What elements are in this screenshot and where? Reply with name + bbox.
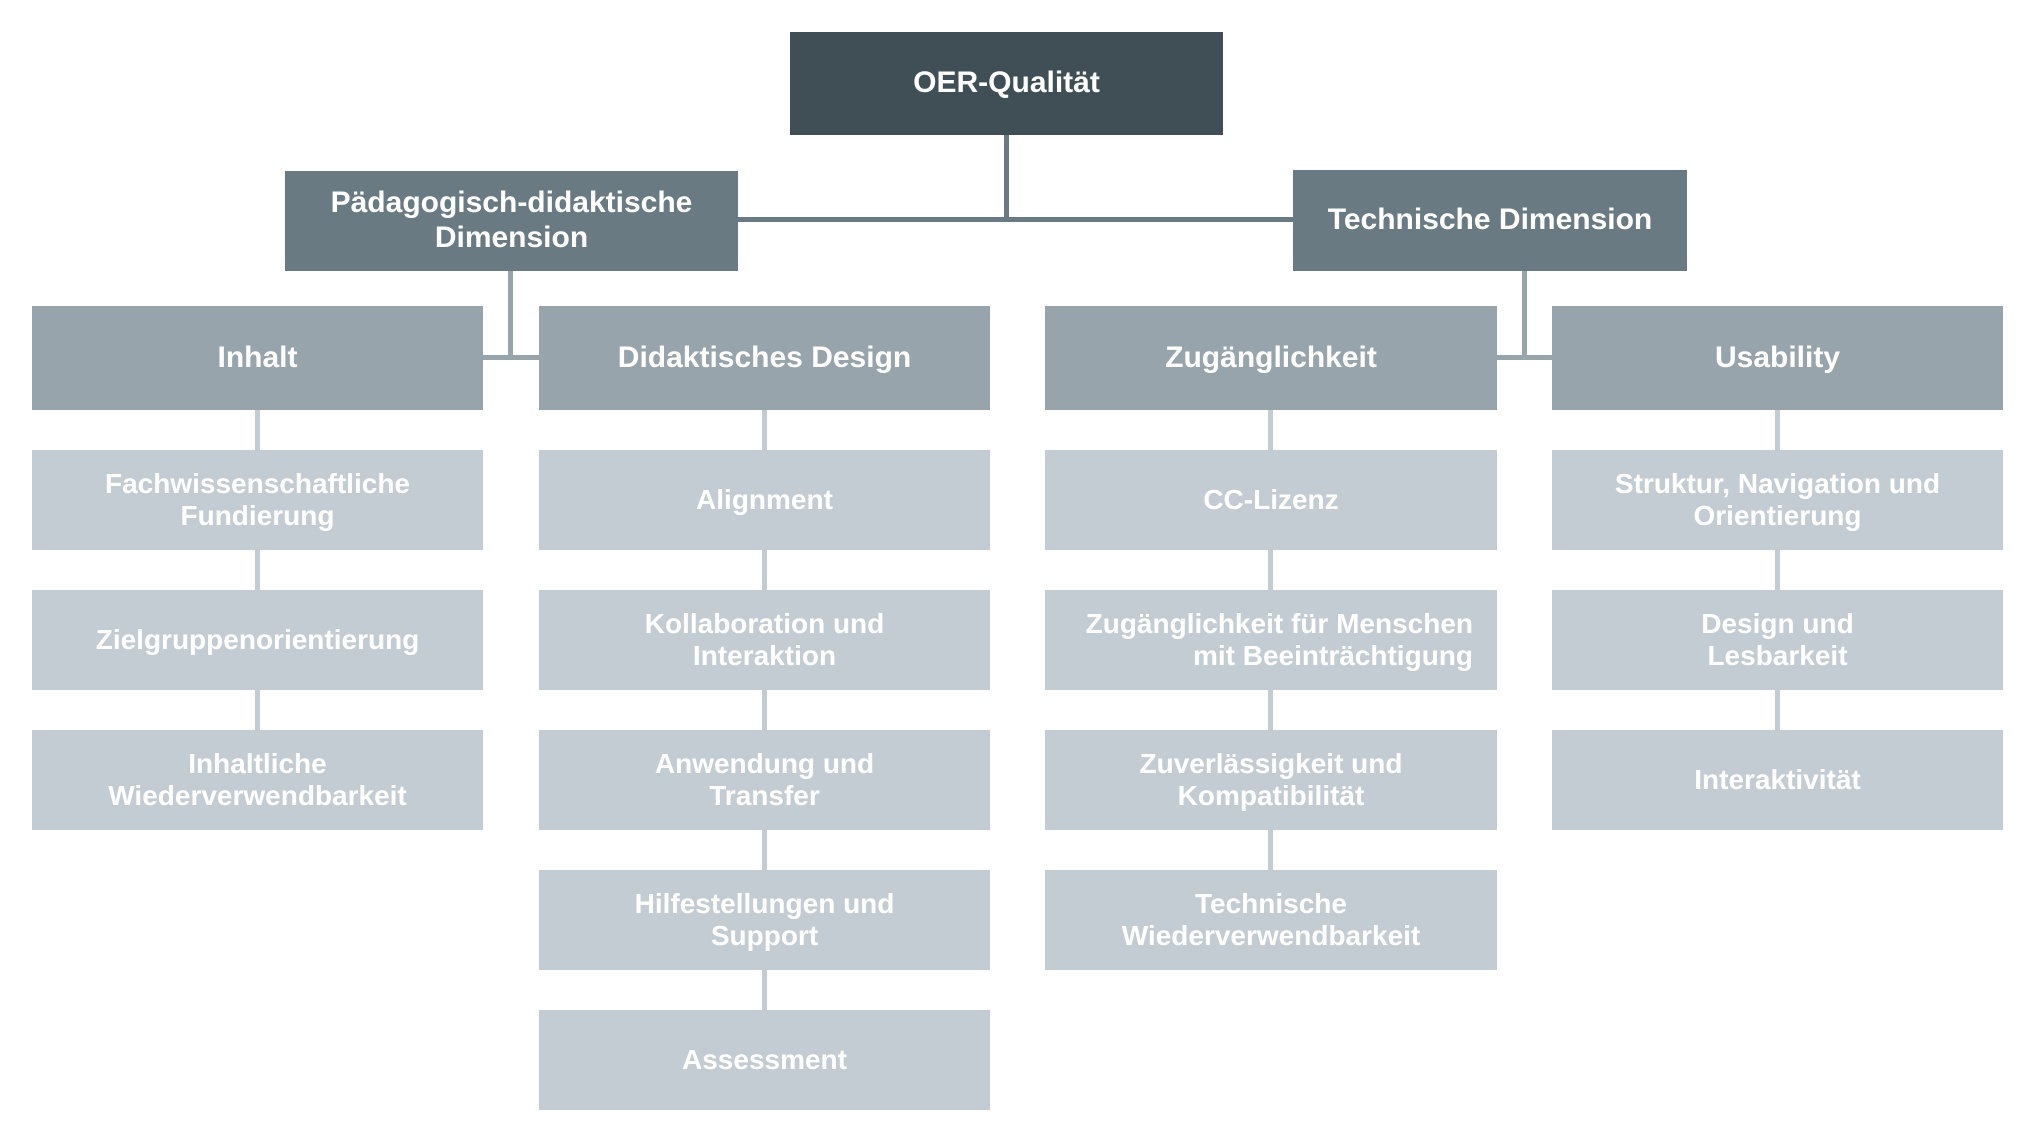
connector-col2-seg5 bbox=[762, 970, 767, 1010]
connector-col1-seg2 bbox=[255, 550, 260, 590]
node-leaf-fachwissenschaftliche-fundierung: Fachwissenschaftliche Fundierung bbox=[32, 450, 483, 550]
connector-col4-seg3 bbox=[1775, 690, 1780, 730]
connector-col2-seg1 bbox=[762, 410, 767, 450]
connector-col3-seg4 bbox=[1268, 830, 1273, 870]
node-leaf-assessment: Assessment bbox=[539, 1010, 990, 1110]
connector-dim1-vertical bbox=[508, 271, 513, 360]
connector-col3-seg2 bbox=[1268, 550, 1273, 590]
node-leaf-zielgruppenorientierung: Zielgruppenorientierung bbox=[32, 590, 483, 690]
node-leaf-alignment: Alignment bbox=[539, 450, 990, 550]
node-leaf-inhaltliche-wiederverwendbarkeit: Inhaltliche Wiederverwendbarkeit bbox=[32, 730, 483, 830]
connector-root-vertical bbox=[1004, 135, 1009, 222]
connector-dim1-children-horizontal bbox=[483, 355, 539, 360]
connector-col2-seg3 bbox=[762, 690, 767, 730]
node-leaf-zugaenglichkeit-fuer-menschen: Zugänglichkeit für Menschen mit Beeinträ… bbox=[1045, 590, 1497, 690]
connector-col1-seg3 bbox=[255, 690, 260, 730]
connector-col1-seg1 bbox=[255, 410, 260, 450]
node-leaf-kollaboration-und-interaktion: Kollaboration und Interaktion bbox=[539, 590, 990, 690]
node-leaf-anwendung-und-transfer: Anwendung und Transfer bbox=[539, 730, 990, 830]
connector-col2-seg2 bbox=[762, 550, 767, 590]
node-category-didaktisches-design: Didaktisches Design bbox=[539, 306, 990, 410]
connector-dim2-children-horizontal bbox=[1497, 355, 1552, 360]
connector-col4-seg2 bbox=[1775, 550, 1780, 590]
node-leaf-cc-lizenz: CC-Lizenz bbox=[1045, 450, 1497, 550]
connector-col3-seg3 bbox=[1268, 690, 1273, 730]
node-leaf-design-und-lesbarkeit: Design und Lesbarkeit bbox=[1552, 590, 2003, 690]
node-leaf-struktur-navigation-orientierung: Struktur, Navigation und Orientierung bbox=[1552, 450, 2003, 550]
node-leaf-technische-wiederverwendbarkeit: Technische Wiederverwendbarkeit bbox=[1045, 870, 1497, 970]
node-category-inhalt: Inhalt bbox=[32, 306, 483, 410]
connector-col2-seg4 bbox=[762, 830, 767, 870]
connector-col3-seg1 bbox=[1268, 410, 1273, 450]
node-category-zugaenglichkeit: Zugänglichkeit bbox=[1045, 306, 1497, 410]
node-leaf-hilfestellungen-und-support: Hilfestellungen und Support bbox=[539, 870, 990, 970]
node-category-usability: Usability bbox=[1552, 306, 2003, 410]
node-dimension-technisch: Technische Dimension bbox=[1293, 170, 1687, 271]
node-leaf-zuverlaessigkeit-und-kompatibilitaet: Zuverlässigkeit und Kompatibilität bbox=[1045, 730, 1497, 830]
node-leaf-interaktivitaet: Interaktivität bbox=[1552, 730, 2003, 830]
connector-col4-seg1 bbox=[1775, 410, 1780, 450]
node-root-oer-qualitaet: OER-Qualität bbox=[790, 32, 1223, 135]
node-dimension-paedagogisch-didaktisch: Pädagogisch-didaktische Dimension bbox=[285, 171, 738, 271]
connector-dimensions-horizontal bbox=[738, 217, 1293, 222]
connector-dim2-vertical bbox=[1522, 271, 1527, 360]
